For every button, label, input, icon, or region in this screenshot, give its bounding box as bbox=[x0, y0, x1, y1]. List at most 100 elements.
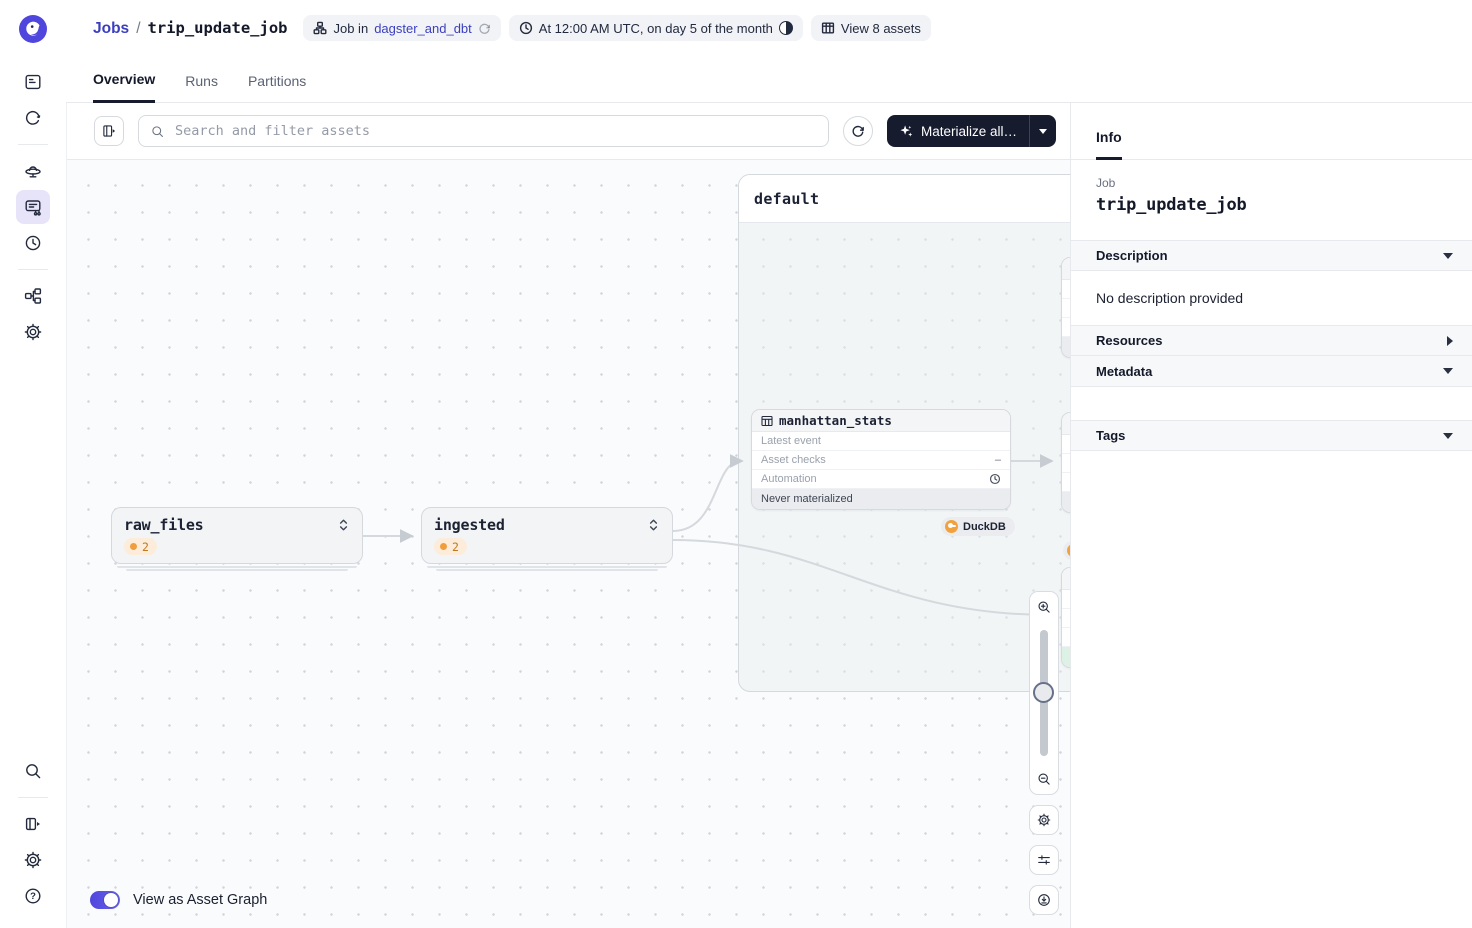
info-panel: Info Job trip_update_job Description No … bbox=[1070, 103, 1472, 928]
graph-toolbar: Materialize all… bbox=[67, 103, 1070, 160]
nav-assets-icon[interactable] bbox=[16, 154, 50, 188]
asset-grid-icon bbox=[821, 22, 835, 34]
zoom-out-button[interactable] bbox=[1029, 764, 1059, 794]
view-assets-label: View 8 assets bbox=[840, 20, 921, 36]
expand-collapse-icon[interactable] bbox=[337, 517, 350, 533]
zoom-controls bbox=[1029, 591, 1059, 915]
table-icon bbox=[761, 415, 773, 426]
tab-partitions[interactable]: Partitions bbox=[247, 73, 307, 89]
metadata-empty-content bbox=[1071, 387, 1472, 420]
asset-count-badge: 2 bbox=[434, 538, 467, 555]
recenter-graph-button[interactable] bbox=[1029, 885, 1059, 915]
zoom-in-button[interactable] bbox=[1029, 592, 1059, 622]
group-node-ingested[interactable]: ingested 2 bbox=[421, 507, 673, 564]
kind-badge-duckdb[interactable]: DuckDB bbox=[941, 517, 1015, 536]
info-tab[interactable]: Info bbox=[1096, 129, 1122, 160]
zoom-slider-handle[interactable] bbox=[1033, 682, 1054, 703]
main-area: Jobs / trip_update_job Job in dagster_an… bbox=[66, 0, 1472, 928]
row-latest-event: Latest event bbox=[761, 435, 821, 447]
breadcrumb-jobs-link[interactable]: Jobs bbox=[93, 19, 130, 37]
view-as-asset-graph-toggle-row: View as Asset Graph bbox=[90, 891, 267, 909]
left-nav-rail: ? bbox=[0, 0, 66, 928]
graph-column: Materialize all… default bbox=[66, 103, 1070, 928]
breadcrumb-separator: / bbox=[136, 19, 141, 37]
schedule-toggle[interactable] bbox=[778, 21, 793, 35]
workflow-icon bbox=[313, 21, 327, 35]
search-icon bbox=[152, 125, 163, 137]
asset-search bbox=[138, 115, 829, 147]
graph-settings-button[interactable] bbox=[1029, 805, 1059, 835]
group-node-raw-files[interactable]: raw_files 2 bbox=[111, 507, 363, 564]
duckdb-icon bbox=[945, 520, 958, 533]
nav-divider bbox=[18, 144, 48, 145]
schedule-label: At 12:00 AM UTC, on day 5 of the month bbox=[538, 20, 773, 36]
schedule-badge[interactable]: At 12:00 AM UTC, on day 5 of the month bbox=[508, 15, 803, 41]
asset-node-partial-3[interactable]: Latest event Asset checks– Automation Ma… bbox=[1061, 567, 1070, 668]
kind-badge-label: DuckDB bbox=[963, 520, 1006, 533]
stack-shadow bbox=[111, 565, 363, 571]
graph-filters-button[interactable] bbox=[1029, 845, 1059, 875]
nav-search-icon[interactable] bbox=[16, 754, 50, 788]
nav-overview-icon[interactable] bbox=[16, 65, 50, 99]
nav-expand-panel-icon[interactable] bbox=[16, 807, 50, 841]
open-left-panel-button[interactable] bbox=[94, 116, 124, 146]
chevron-down-icon bbox=[1039, 128, 1047, 134]
asset-graph-toggle[interactable] bbox=[90, 891, 120, 909]
info-panel-header: Info bbox=[1071, 103, 1472, 160]
asset-name: manhattan_stats bbox=[779, 413, 892, 428]
section-metadata[interactable]: Metadata bbox=[1071, 356, 1472, 387]
chevron-right-icon bbox=[1447, 335, 1453, 346]
section-resources[interactable]: Resources bbox=[1071, 325, 1472, 356]
dagster-logo-icon[interactable] bbox=[18, 14, 48, 44]
chevron-down-icon bbox=[1443, 432, 1453, 439]
nav-runs-icon[interactable] bbox=[16, 101, 50, 135]
kind-badge-duckdb-partial[interactable]: DuckDB bbox=[1063, 541, 1070, 560]
tab-overview[interactable]: Overview bbox=[93, 71, 156, 103]
nav-jobs-icon[interactable] bbox=[16, 190, 50, 224]
materialize-options-button[interactable] bbox=[1029, 115, 1056, 147]
page-title: trip_update_job bbox=[147, 18, 288, 37]
asset-graph-canvas[interactable]: default bbox=[67, 160, 1070, 928]
breadcrumb: Jobs / trip_update_job bbox=[93, 19, 287, 38]
header-badges: Job in dagster_and_dbt At 12:00 AM UTC, … bbox=[303, 15, 931, 41]
nav-settings-icon[interactable] bbox=[16, 843, 50, 877]
page-header: Jobs / trip_update_job Job in dagster_an… bbox=[66, 0, 1472, 56]
edge-ingested-to-manhattan-stats bbox=[672, 454, 744, 532]
section-description[interactable]: Description bbox=[1071, 240, 1472, 271]
asset-node-partial-2[interactable]: Latest event Asset checks– Automation Ne… bbox=[1061, 412, 1070, 513]
code-location-link[interactable]: dagster_and_dbt bbox=[374, 20, 472, 36]
view-assets-badge[interactable]: View 8 assets bbox=[810, 15, 931, 41]
search-input[interactable] bbox=[173, 122, 817, 140]
group-node-name: raw_files bbox=[124, 516, 204, 534]
section-tags[interactable]: Tags bbox=[1071, 420, 1472, 451]
duckdb-icon bbox=[1067, 544, 1070, 557]
expand-collapse-icon[interactable] bbox=[647, 517, 660, 533]
entity-type-label: Job bbox=[1096, 176, 1116, 190]
nav-divider bbox=[18, 269, 48, 270]
automation-clock-icon bbox=[989, 473, 1001, 485]
reload-icon[interactable] bbox=[478, 22, 491, 35]
status-dot-icon bbox=[130, 543, 137, 550]
nav-divider bbox=[18, 797, 48, 798]
chevron-down-icon bbox=[1443, 252, 1453, 259]
nav-schedules-icon[interactable] bbox=[16, 226, 50, 260]
nav-lineage-icon[interactable] bbox=[16, 279, 50, 313]
materialize-all-split-button: Materialize all… bbox=[886, 115, 1056, 147]
asset-count-badge: 2 bbox=[124, 538, 157, 555]
asset-graph-toggle-label: View as Asset Graph bbox=[133, 892, 268, 908]
svg-text:?: ? bbox=[30, 891, 36, 902]
tab-runs[interactable]: Runs bbox=[185, 73, 218, 89]
row-asset-checks: Asset checks bbox=[761, 454, 826, 466]
asset-group-title[interactable]: default bbox=[739, 175, 1070, 223]
asset-node-manhattan-stats[interactable]: manhattan_stats Latest event Asset check… bbox=[751, 409, 1011, 510]
nav-deployment-icon[interactable] bbox=[16, 315, 50, 349]
status-dot-icon bbox=[440, 543, 447, 550]
job-location-badge[interactable]: Job in dagster_and_dbt bbox=[303, 15, 501, 41]
description-content: No description provided bbox=[1096, 290, 1244, 306]
materialize-all-button[interactable]: Materialize all… bbox=[887, 115, 1029, 147]
refresh-graph-button[interactable] bbox=[842, 116, 873, 146]
nav-help-icon[interactable]: ? bbox=[16, 879, 50, 913]
row-automation: Automation bbox=[761, 473, 817, 485]
asset-node-partial-1[interactable]: Latest event Asset checks– Automation Ne… bbox=[1061, 257, 1070, 358]
